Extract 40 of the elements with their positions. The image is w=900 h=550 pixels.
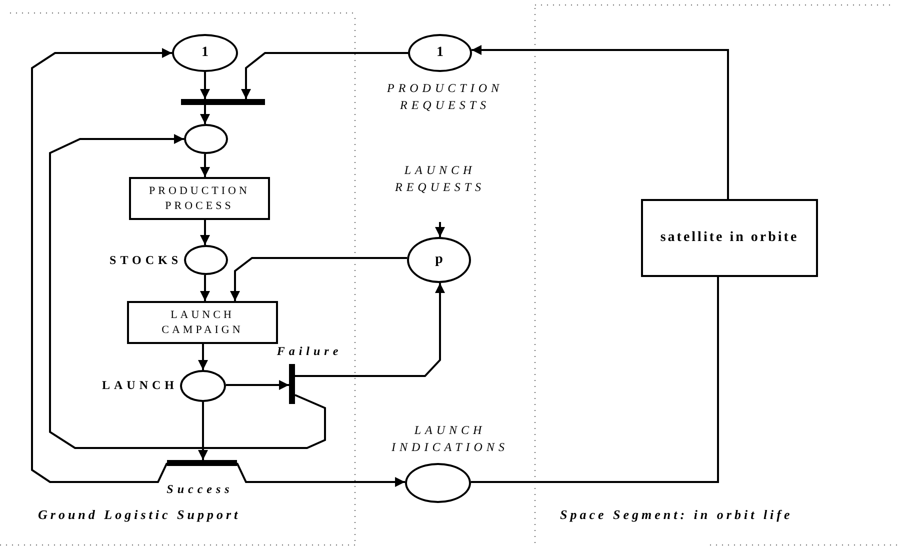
place-caption: LAUNCH INDICATIONS [390,422,510,456]
arc-arrow [198,344,208,370]
arc-arrow [31,48,172,483]
arc-arrow [49,134,326,449]
arc-arrow [200,154,210,177]
transition-bar [167,460,237,466]
satellite-box [641,199,818,277]
token-count: p [435,252,443,268]
place-caption: Success [166,481,234,498]
place-caption: LAUNCH [100,377,178,394]
arc-arrow [230,257,408,301]
place-caption: PRODUCTION REQUESTS [386,80,504,114]
arc-arrow [472,45,729,199]
arc-arrow [236,462,406,487]
process-box [129,177,270,220]
arc-arrow [295,283,445,377]
arc-arrow [200,220,210,246]
box-label: PRODUCTION PROCESS [148,184,251,214]
transition-bar [289,364,295,404]
place-ellipse [180,370,226,402]
region-title: Space Segment: in orbit life [560,507,793,523]
place-ellipse [184,245,228,275]
arc-arrow [226,380,289,390]
token-count: 1 [436,45,444,61]
box-label: LAUNCH CAMPAIGN [160,308,244,338]
region-title: Ground Logistic Support [38,507,241,523]
process-box [127,301,278,344]
arc-arrow [435,222,445,237]
arc-arrow [198,402,208,460]
token-count: 1 [202,45,208,61]
place-ellipse [184,124,228,154]
arc-arrow [200,105,210,124]
place-caption: Failure [276,343,344,360]
box-label: satellite in orbite [659,228,800,247]
arc-arrow [241,52,408,99]
arc-arrow [200,72,210,99]
place-caption: STOCKS [108,252,182,269]
transition-bar [181,99,265,105]
arc-arrow [200,274,210,301]
place-caption: LAUNCH REQUESTS [394,162,486,196]
